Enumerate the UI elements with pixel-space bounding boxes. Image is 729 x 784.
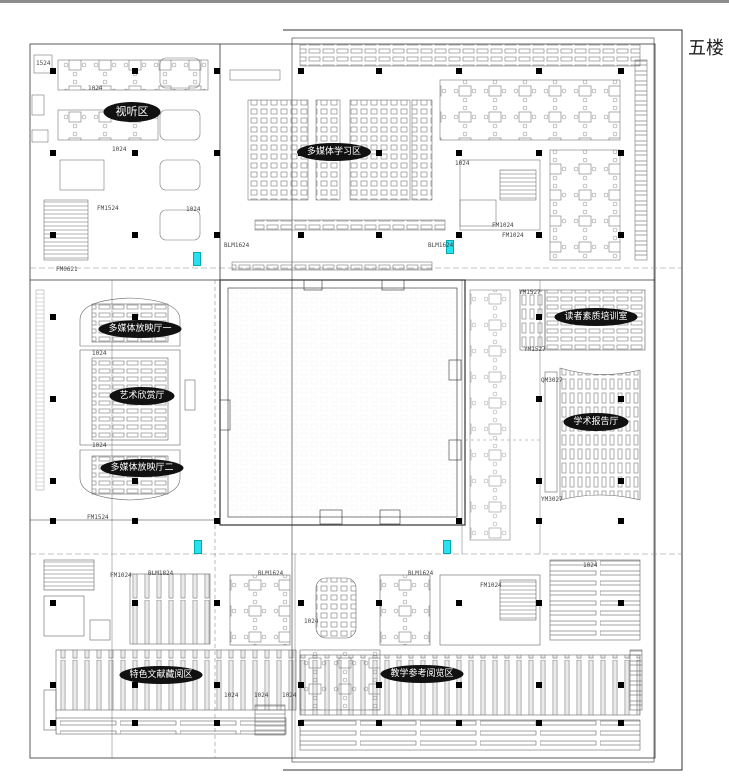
door-code: FM1024 [502, 232, 524, 239]
door-code: FM1024 [110, 572, 132, 579]
zone-academic-report: 学术报告厅 [563, 413, 629, 431]
door-code: 1024 [92, 442, 107, 449]
floor-title: 五楼 [688, 38, 724, 59]
door-code: BLM1624 [224, 242, 250, 249]
door-code: 1024 [88, 85, 103, 92]
door-code: 1024 [112, 146, 127, 153]
door-code: QM3027 [541, 377, 563, 384]
door-code: BLM1824 [148, 570, 174, 577]
door-code: 1024 [254, 692, 269, 699]
audiovisual-area-furniture [31, 54, 209, 261]
top-border [0, 0, 729, 3]
structural-columns [50, 68, 624, 726]
door-marker [194, 540, 202, 554]
door-code: FM1524 [97, 205, 119, 212]
central-atrium [219, 279, 466, 526]
door-code: 1024 [224, 692, 239, 699]
zone-screening-hall-2: 多媒体放映厅二 [100, 459, 184, 477]
door-marker [193, 252, 201, 266]
zone-special-literature: 特色文献藏阅区 [119, 666, 203, 684]
zone-reader-training: 读者素质培训室 [554, 308, 638, 326]
door-code: 1024 [583, 562, 598, 569]
door-code: 1024 [455, 160, 470, 167]
door-code: FM1524 [87, 514, 109, 521]
door-code: YM1527 [519, 289, 541, 296]
teaching-reference-furniture [229, 559, 643, 751]
door-code: 1024 [282, 692, 297, 699]
door-code: YM3027 [541, 496, 563, 503]
door-code: BLM1624 [428, 242, 454, 249]
zone-multimedia-study: 多媒体学习区 [296, 143, 372, 161]
door-code: 1024 [304, 618, 319, 625]
door-code: FM0621 [56, 266, 78, 273]
door-code: BLM1624 [258, 570, 284, 577]
door-code: FM1024 [492, 222, 514, 229]
zone-art-appreciation: 艺术欣赏厅 [109, 387, 175, 405]
zone-teaching-reference: 教学参考阅览区 [380, 665, 464, 683]
door-code: 1024 [186, 206, 201, 213]
zone-audiovisual: 视听区 [103, 102, 161, 122]
door-marker [446, 240, 454, 254]
zone-screening-hall-1: 多媒体放映厅一 [98, 320, 182, 338]
door-code: BLM1624 [408, 570, 434, 577]
door-code: 1024 [92, 350, 107, 357]
door-marker [443, 540, 451, 554]
multimedia-study-furniture [229, 43, 648, 271]
door-code: 1524 [36, 60, 51, 67]
door-code: YM1527 [524, 346, 546, 353]
door-code: FM1024 [480, 582, 502, 589]
